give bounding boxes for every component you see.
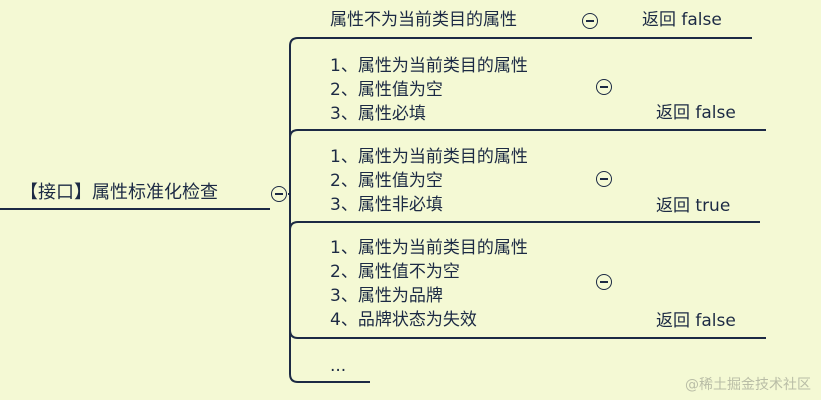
branch-2-result[interactable]: 返回 false bbox=[656, 103, 736, 123]
branch-2-line-1: 1、属性为当前类目的属性 bbox=[330, 56, 528, 76]
branch-3[interactable]: 1、属性为当前类目的属性 2、属性值为空 3、属性非必填 bbox=[330, 145, 528, 217]
branch-2-line-2: 2、属性值为空 bbox=[330, 80, 443, 100]
branch-4-line-4: 4、品牌状态为失效 bbox=[330, 310, 477, 330]
branch-1-result[interactable]: 返回 false bbox=[642, 10, 722, 30]
branch-connector-4 bbox=[289, 329, 766, 339]
root-node-label[interactable]: 【接口】属性标准化检查 bbox=[20, 182, 218, 203]
branch-5[interactable]: ... bbox=[330, 354, 346, 378]
branch-3-line-2: 2、属性值为空 bbox=[330, 171, 443, 191]
branch-1[interactable]: 属性不为当前类目的属性 bbox=[330, 8, 517, 32]
root-collapse-icon[interactable] bbox=[271, 186, 287, 202]
branch-2[interactable]: 1、属性为当前类目的属性 2、属性值为空 3、属性必填 bbox=[330, 54, 528, 126]
branch-4-line-1: 1、属性为当前类目的属性 bbox=[330, 238, 528, 258]
watermark-text: @稀土掘金技术社区 bbox=[685, 377, 811, 393]
branch-3-result[interactable]: 返回 true bbox=[656, 196, 731, 216]
branch-1-line-1: 属性不为当前类目的属性 bbox=[330, 10, 517, 30]
branch-1-collapse-icon[interactable] bbox=[582, 13, 598, 29]
branch-4-collapse-icon[interactable] bbox=[596, 274, 612, 290]
branch-connector-2 bbox=[289, 129, 766, 139]
branch-4[interactable]: 1、属性为当前类目的属性 2、属性值不为空 3、属性为品牌 4、品牌状态为失效 bbox=[330, 236, 528, 332]
branch-4-line-2: 2、属性值不为空 bbox=[330, 262, 460, 282]
branch-4-line-3: 3、属性为品牌 bbox=[330, 286, 443, 306]
branch-spine bbox=[289, 37, 299, 383]
branch-2-line-3: 3、属性必填 bbox=[330, 104, 426, 124]
branch-3-line-1: 1、属性为当前类目的属性 bbox=[330, 147, 528, 167]
branch-4-result[interactable]: 返回 false bbox=[656, 311, 736, 331]
branch-connector-3 bbox=[289, 221, 760, 231]
branch-5-line-1: ... bbox=[330, 356, 347, 376]
branch-3-line-3: 3、属性非必填 bbox=[330, 195, 443, 215]
branch-2-collapse-icon[interactable] bbox=[596, 79, 612, 95]
branch-3-collapse-icon[interactable] bbox=[596, 171, 612, 187]
